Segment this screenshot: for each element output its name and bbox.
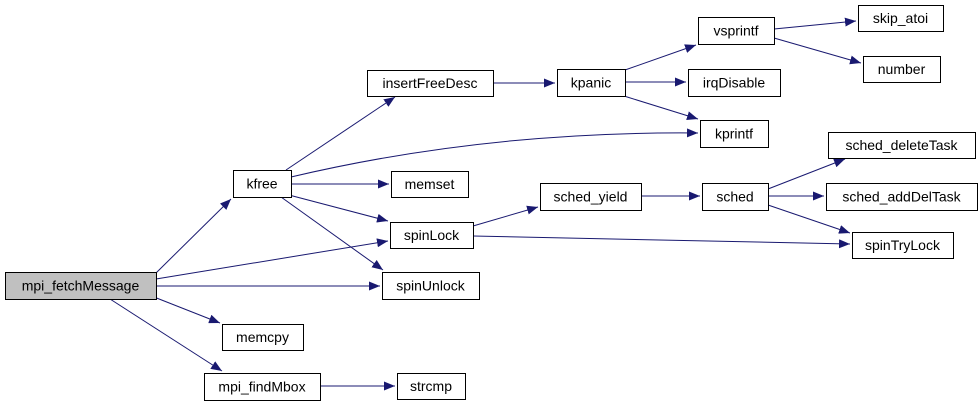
node-label-vsprintf: vsprintf bbox=[713, 23, 758, 39]
node-kprintf[interactable]: kprintf bbox=[700, 120, 769, 148]
node-box-sched_addDelTask bbox=[826, 183, 978, 211]
edge-sched-to-spinTryLock bbox=[767, 204, 851, 234]
node-label-spinTryLock: spinTryLock bbox=[865, 237, 941, 253]
node-box-mpi_findMbox bbox=[204, 373, 321, 401]
edge-kpanic-to-vsprintf bbox=[624, 44, 697, 71]
node-label-sched_yield: sched_yield bbox=[554, 189, 628, 205]
edge-spinLock-to-spinTryLock bbox=[472, 235, 851, 249]
node-box-sched bbox=[702, 183, 769, 211]
edge-vsprintf-to-skip_atoi bbox=[773, 17, 857, 30]
node-box-memcpy bbox=[222, 324, 304, 351]
node-label-kfree: kfree bbox=[246, 176, 277, 192]
node-box-strcmp bbox=[397, 373, 466, 400]
node-box-vsprintf bbox=[698, 17, 775, 45]
node-kpanic[interactable]: kpanic bbox=[557, 69, 626, 97]
edge-mpi_fetchMessage-to-spinLock bbox=[155, 238, 389, 280]
node-label-mpi_findMbox: mpi_findMbox bbox=[218, 379, 305, 395]
edge-kfree-to-insertFreeDesc bbox=[285, 96, 396, 171]
node-label-kprintf: kprintf bbox=[715, 126, 753, 142]
node-box-number bbox=[863, 56, 941, 83]
edge-mpi_fetchMessage-to-kfree bbox=[155, 198, 232, 274]
node-label-memcpy: memcpy bbox=[236, 329, 289, 345]
node-label-mpi_fetchMessage: mpi_fetchMessage bbox=[22, 278, 140, 294]
node-label-sched_deleteTask: sched_deleteTask bbox=[845, 137, 958, 153]
edge-kfree-to-kprintf bbox=[290, 128, 699, 178]
node-label-strcmp: strcmp bbox=[410, 378, 452, 394]
node-spinLock[interactable]: spinLock bbox=[390, 222, 474, 249]
edge-kfree-to-spinUnlock bbox=[280, 196, 384, 271]
node-box-insertFreeDesc bbox=[367, 70, 494, 97]
node-vsprintf[interactable]: vsprintf bbox=[698, 17, 775, 45]
node-label-spinLock: spinLock bbox=[404, 227, 460, 243]
node-box-spinLock bbox=[390, 222, 474, 249]
node-box-memset bbox=[391, 171, 469, 198]
edge-kfree-to-spinLock bbox=[288, 194, 389, 223]
node-strcmp[interactable]: strcmp bbox=[397, 373, 466, 400]
node-label-skip_atoi: skip_atoi bbox=[873, 10, 928, 26]
node-irqDisable[interactable]: irqDisable bbox=[688, 69, 781, 97]
node-sched[interactable]: sched bbox=[702, 183, 769, 211]
edge-spinLock-to-sched_yield bbox=[472, 205, 539, 227]
node-label-sched: sched bbox=[716, 189, 753, 205]
node-spinTryLock[interactable]: spinTryLock bbox=[852, 232, 954, 259]
node-box-spinUnlock bbox=[382, 272, 480, 300]
node-box-kfree bbox=[233, 170, 292, 198]
node-sched_yield[interactable]: sched_yield bbox=[540, 183, 642, 211]
node-insertFreeDesc[interactable]: insertFreeDesc bbox=[367, 70, 494, 97]
node-label-spinUnlock: spinUnlock bbox=[396, 278, 465, 294]
node-box-kprintf bbox=[700, 120, 769, 148]
node-skip_atoi[interactable]: skip_atoi bbox=[858, 5, 944, 32]
node-box-mpi_fetchMessage bbox=[5, 272, 157, 300]
node-box-sched_yield bbox=[540, 183, 642, 211]
node-memcpy[interactable]: memcpy bbox=[222, 324, 304, 351]
edge-kpanic-to-kprintf bbox=[623, 95, 699, 121]
node-label-irqDisable: irqDisable bbox=[703, 75, 765, 91]
node-box-spinTryLock bbox=[852, 232, 954, 259]
node-memset[interactable]: memset bbox=[391, 171, 469, 198]
node-box-irqDisable bbox=[688, 69, 781, 97]
node-sched_deleteTask[interactable]: sched_deleteTask bbox=[828, 132, 976, 159]
node-label-sched_addDelTask: sched_addDelTask bbox=[842, 189, 961, 205]
edge-mpi_fetchMessage-to-mpi_findMbox bbox=[109, 298, 223, 372]
node-mpi_fetchMessage: mpi_fetchMessage bbox=[5, 272, 157, 300]
node-box-sched_deleteTask bbox=[828, 132, 976, 159]
node-box-kpanic bbox=[557, 69, 626, 97]
edge-sched-to-sched_deleteTask bbox=[767, 158, 846, 190]
node-label-memset: memset bbox=[405, 176, 455, 192]
node-kfree[interactable]: kfree bbox=[233, 170, 292, 198]
edge-mpi_fetchMessage-to-memcpy bbox=[153, 296, 221, 324]
node-number[interactable]: number bbox=[863, 56, 941, 83]
node-label-number: number bbox=[878, 61, 926, 77]
edge-vsprintf-to-number bbox=[773, 37, 862, 65]
node-box-skip_atoi bbox=[858, 5, 944, 32]
node-label-kpanic: kpanic bbox=[571, 75, 611, 91]
node-mpi_findMbox[interactable]: mpi_findMbox bbox=[204, 373, 321, 401]
node-sched_addDelTask[interactable]: sched_addDelTask bbox=[826, 183, 978, 211]
node-label-insertFreeDesc: insertFreeDesc bbox=[383, 75, 478, 91]
node-spinUnlock[interactable]: spinUnlock bbox=[382, 272, 480, 300]
